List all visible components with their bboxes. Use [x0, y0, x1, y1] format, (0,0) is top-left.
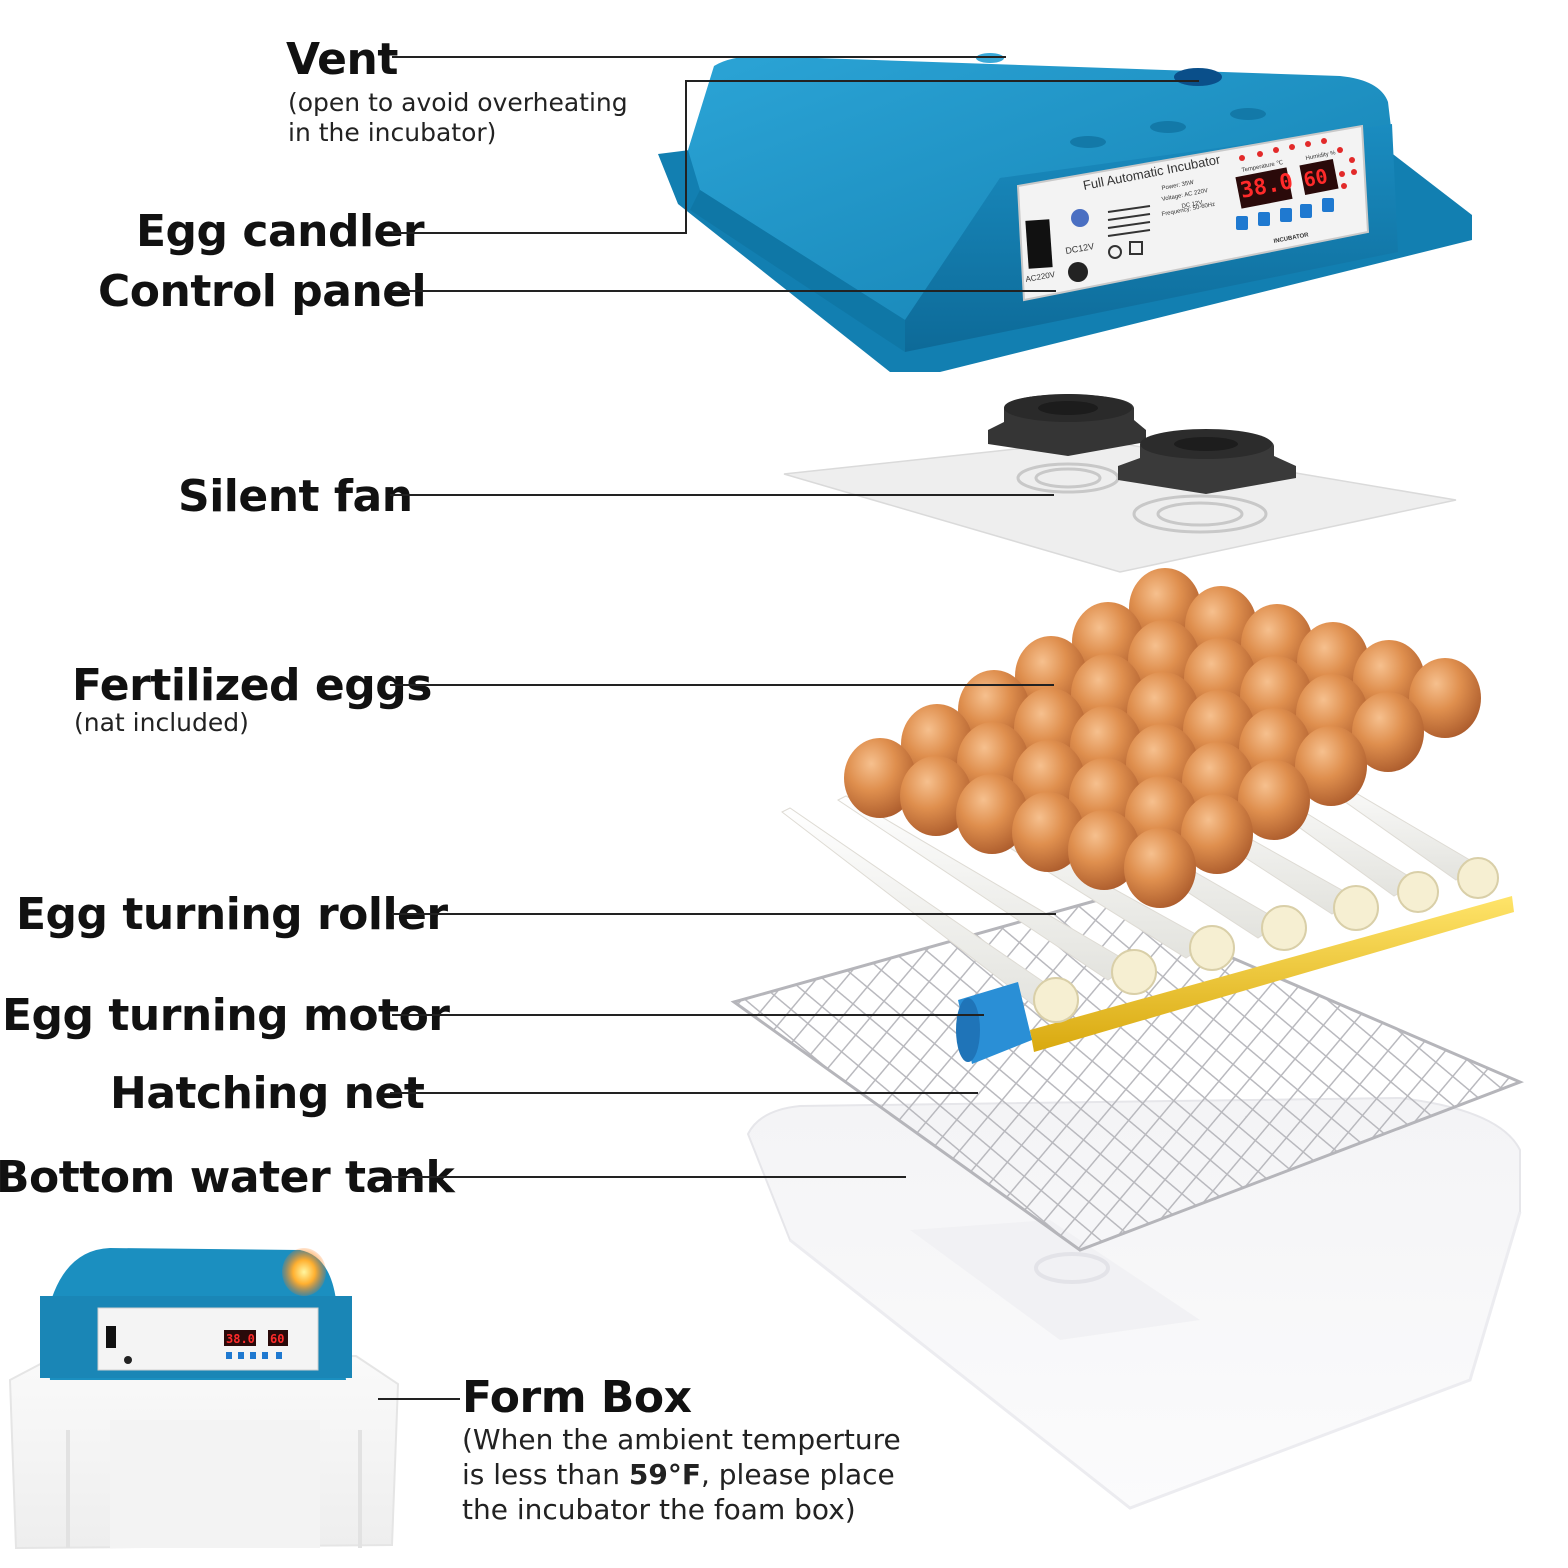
- fan-left: [988, 394, 1146, 456]
- egg: [1238, 760, 1310, 840]
- egg: [900, 756, 972, 836]
- vent-note-line1: (open to avoid overheating: [288, 88, 628, 117]
- set-button: [1236, 216, 1248, 230]
- bottom-water-tank-label: Bottom water tank: [0, 1152, 455, 1203]
- candling-glow: [282, 1248, 326, 1296]
- candle-button: [1322, 198, 1334, 212]
- egg: [1068, 810, 1140, 890]
- egg: [1295, 726, 1367, 806]
- hatching-net-label: Hatching net: [110, 1068, 425, 1119]
- temperature-display: [1235, 167, 1293, 209]
- egg-turning-roller-leader-line: [392, 913, 1056, 915]
- temperature-threshold: 59°F: [628, 1458, 701, 1491]
- vent-note-line2: in the incubator): [288, 118, 497, 147]
- plus-button: [1258, 212, 1270, 226]
- dc-jack: [1068, 262, 1088, 282]
- humidity-display: [1299, 159, 1339, 195]
- form-box-note-line1: (When the ambient temperture: [462, 1423, 901, 1456]
- vent-label: Vent: [286, 34, 398, 85]
- form-box-note-line3: the incubator the foam box): [462, 1493, 856, 1526]
- form-box-label: Form Box: [462, 1372, 692, 1423]
- silent-fan-leader-line: [390, 494, 1054, 496]
- bottom-water-tank-leader-line: [392, 1176, 906, 1178]
- panel-voltage-dc: DC 12V: [1181, 200, 1203, 210]
- fertilized-eggs-label: Fertilized eggs: [72, 660, 432, 711]
- egg-turning-roller-label: Egg turning roller: [16, 889, 448, 940]
- egg: [1409, 658, 1481, 738]
- egg-candler-label: Egg candler: [136, 206, 425, 257]
- egg: [1012, 792, 1084, 872]
- dc-label: DC12V: [1065, 241, 1095, 256]
- egg-candler-leader-h: [392, 232, 686, 234]
- fan-assembly: [783, 394, 1457, 573]
- form-box-note-text: is less than: [462, 1458, 629, 1491]
- egg-candler-leader-v: [685, 80, 687, 234]
- egg: [844, 738, 916, 818]
- eggs-grid: [844, 568, 1481, 908]
- mini-humidity-readout: 60: [270, 1332, 284, 1346]
- form-box-note-line2: is less than 59°F, please place: [462, 1457, 895, 1492]
- fertilized-eggs-note: (nat included): [74, 708, 249, 737]
- panel-humidity-label: Humidity %: [1305, 150, 1337, 162]
- egg-turning-motor-leader-line: [392, 1014, 984, 1016]
- hatching-net: [730, 898, 1524, 1252]
- gear-rail: [1030, 896, 1514, 1052]
- mini-temperature-readout: 38.0: [226, 1332, 255, 1346]
- mode-button: [1300, 204, 1312, 218]
- vent-hole: [1174, 68, 1222, 86]
- control-panel-leader-line: [392, 290, 1056, 292]
- foam-box-illustration: 38.0 60: [8, 1248, 400, 1550]
- minus-button: [1280, 208, 1292, 222]
- control-panel-label: Control panel: [98, 266, 427, 317]
- egg-candler-leader-top: [685, 80, 1199, 82]
- vent-leader-line: [392, 56, 1006, 58]
- humidity-readout: 60: [1301, 164, 1329, 192]
- egg: [1124, 828, 1196, 908]
- silent-fan-label: Silent fan: [178, 471, 413, 522]
- egg: [1352, 692, 1424, 772]
- power-switch: [1025, 219, 1053, 269]
- form-box-leader-line: [378, 1398, 460, 1400]
- fan-right: [1118, 429, 1296, 494]
- form-box-note-text-end: , please place: [700, 1458, 895, 1491]
- hatching-net-leader-line: [390, 1092, 978, 1094]
- egg: [956, 774, 1028, 854]
- water-tank: [746, 1096, 1522, 1510]
- egg: [1181, 794, 1253, 874]
- fertilized-eggs-leader-line: [390, 684, 1054, 686]
- incubator-lid: DC12V AC220V Full Automatic Incubator Po…: [658, 53, 1472, 372]
- egg-turning-motor-label: Egg turning motor: [2, 990, 450, 1041]
